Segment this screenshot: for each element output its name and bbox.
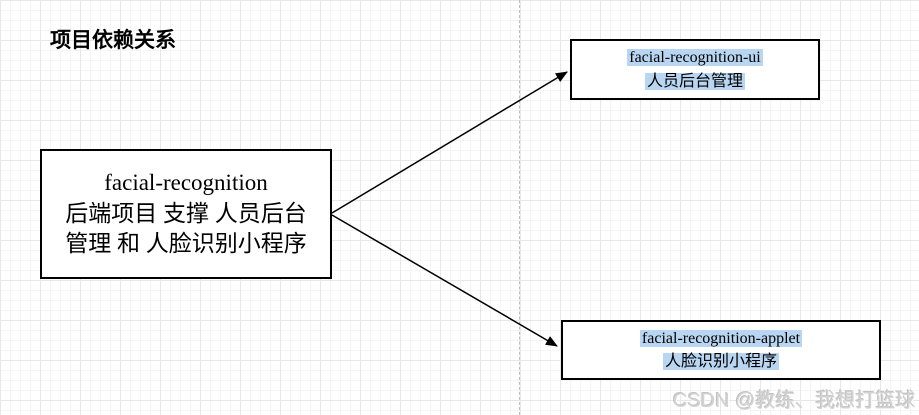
highlighted-text: facial-recognition-ui	[627, 49, 763, 67]
highlighted-text: facial-recognition-applet	[639, 329, 803, 347]
node-applet-label-line: 人脸识别小程序	[662, 350, 779, 373]
node-ui-label-line: facial-recognition-ui	[627, 46, 763, 69]
node-backend[interactable]: facial-recognition 后端项目 支撑 人员后台 管理 和 人脸识…	[40, 149, 332, 279]
node-backend-label-line: 后端项目 支撑 人员后台	[65, 200, 307, 226]
node-backend-label-line: facial-recognition	[104, 170, 268, 196]
node-backend-label-line: 管理 和 人脸识别小程序	[65, 231, 307, 257]
highlighted-text: 人员后台管理	[644, 72, 745, 90]
highlighted-text: 人脸识别小程序	[662, 353, 779, 370]
node-applet[interactable]: facial-recognition-applet 人脸识别小程序	[561, 320, 881, 380]
watermark: CSDN @教练、我想打篮球	[673, 390, 916, 412]
node-ui[interactable]: facial-recognition-ui 人员后台管理	[570, 39, 820, 100]
page-break-divider	[519, 0, 520, 415]
node-ui-label-line: 人员后台管理	[644, 70, 745, 93]
node-applet-label-line: facial-recognition-applet	[639, 327, 803, 350]
edge-backend-to-applet[interactable]	[331, 214, 558, 347]
edge-backend-to-ui[interactable]	[331, 71, 568, 214]
diagram-title: 项目依赖关系	[50, 29, 176, 52]
